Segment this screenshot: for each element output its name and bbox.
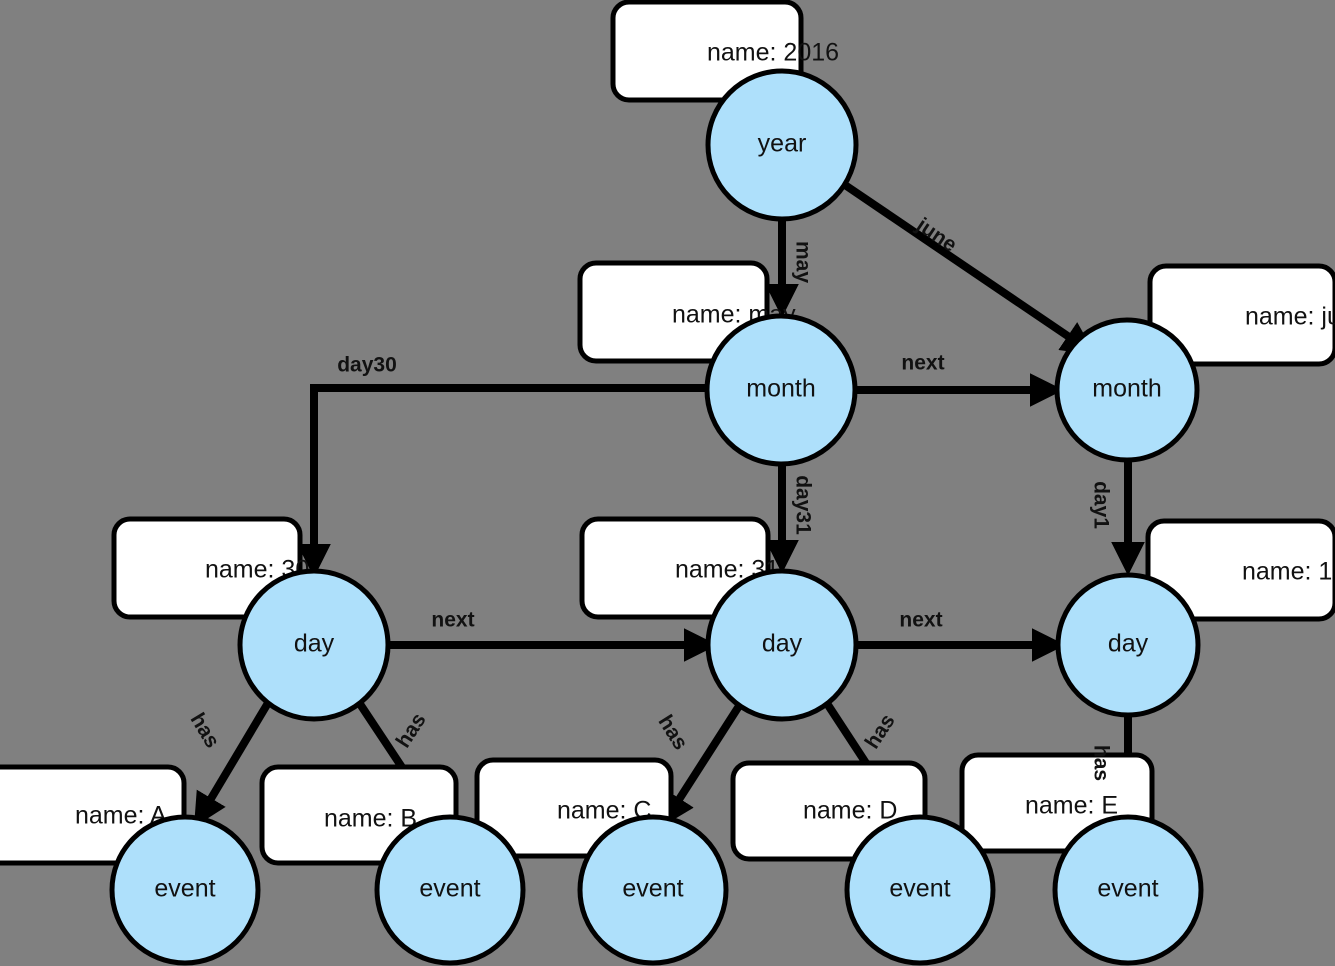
graph-node-day30[interactable]: day bbox=[237, 568, 391, 722]
property-text: name: E bbox=[1025, 792, 1118, 820]
node-label: day bbox=[1108, 630, 1149, 658]
property-box-bg bbox=[1145, 518, 1335, 622]
node-label: event bbox=[622, 875, 683, 903]
nodes-layer: year month month day day day event event event ev… bbox=[109, 68, 1204, 966]
graph-node-day31[interactable]: day bbox=[705, 568, 859, 722]
node-label: event bbox=[419, 875, 480, 903]
node-label: day bbox=[294, 630, 335, 658]
edge-label-day30-day31: next bbox=[431, 609, 474, 632]
edge-label-day31-evC: has bbox=[653, 711, 692, 754]
edge-label-may-day30: day30 bbox=[337, 354, 397, 377]
property-text: name: B bbox=[324, 805, 417, 833]
property-box-bg bbox=[579, 516, 771, 620]
node-circle[interactable] bbox=[704, 313, 858, 467]
edge-label-year-may: may bbox=[791, 241, 814, 283]
edge-day31-evC bbox=[661, 703, 743, 827]
property-box: name: june bbox=[1147, 263, 1335, 367]
node-circle[interactable] bbox=[705, 568, 859, 722]
graph-node-year[interactable]: year bbox=[705, 68, 859, 222]
graph-node-evE[interactable]: event bbox=[1052, 814, 1204, 966]
node-circle[interactable] bbox=[1054, 317, 1200, 463]
node-label: day bbox=[762, 630, 803, 658]
property-text: name: 1 bbox=[1242, 558, 1332, 586]
edge-label-day31-evD: has bbox=[861, 710, 900, 753]
property-text: name: 2016 bbox=[707, 39, 839, 67]
property-box: name: 1 bbox=[1145, 518, 1335, 622]
graph-node-evD[interactable]: event bbox=[844, 814, 996, 966]
node-circle[interactable] bbox=[237, 568, 391, 722]
edge-label-may-day31: day31 bbox=[791, 475, 814, 535]
node-circle[interactable] bbox=[1055, 572, 1201, 718]
property-box-bg bbox=[577, 260, 770, 364]
node-circle[interactable] bbox=[705, 68, 859, 222]
node-label: year bbox=[758, 130, 807, 158]
graph-node-june[interactable]: month bbox=[1054, 317, 1200, 463]
edge-label-day1-evE: has bbox=[1089, 745, 1112, 781]
node-circle[interactable] bbox=[109, 814, 261, 966]
edge-may-day30 bbox=[297, 384, 707, 578]
node-label: event bbox=[889, 875, 950, 903]
property-text: name: june bbox=[1245, 303, 1335, 331]
node-label: event bbox=[1097, 875, 1158, 903]
graph-node-evC[interactable]: event bbox=[577, 814, 729, 966]
node-circle[interactable] bbox=[1052, 814, 1204, 966]
graph-node-day1[interactable]: day bbox=[1055, 572, 1201, 718]
node-circle[interactable] bbox=[844, 814, 996, 966]
property-text: name: D bbox=[803, 797, 897, 825]
edge-label-may-june: next bbox=[901, 352, 944, 375]
graph-node-evB[interactable]: event bbox=[374, 814, 526, 966]
edge-label-day30-evB: has bbox=[392, 709, 431, 752]
edge-label-day30-evA: has bbox=[186, 709, 224, 752]
property-box-bg bbox=[1147, 263, 1335, 367]
node-label: event bbox=[154, 875, 215, 903]
node-circle[interactable] bbox=[577, 814, 729, 966]
node-label: month bbox=[1092, 375, 1161, 403]
graph-node-evA[interactable]: event bbox=[109, 814, 261, 966]
graph-node-may[interactable]: month bbox=[704, 313, 858, 467]
edge-label-june-day1: day1 bbox=[1089, 481, 1112, 529]
edge-year-june bbox=[842, 181, 1096, 355]
node-label: month bbox=[746, 375, 815, 403]
edge-day30-evA bbox=[193, 700, 272, 828]
node-circle[interactable] bbox=[374, 814, 526, 966]
edge-label-day31-day1: next bbox=[899, 609, 942, 632]
property-box-bg bbox=[111, 516, 303, 620]
property-box: name: 31 bbox=[579, 516, 779, 620]
